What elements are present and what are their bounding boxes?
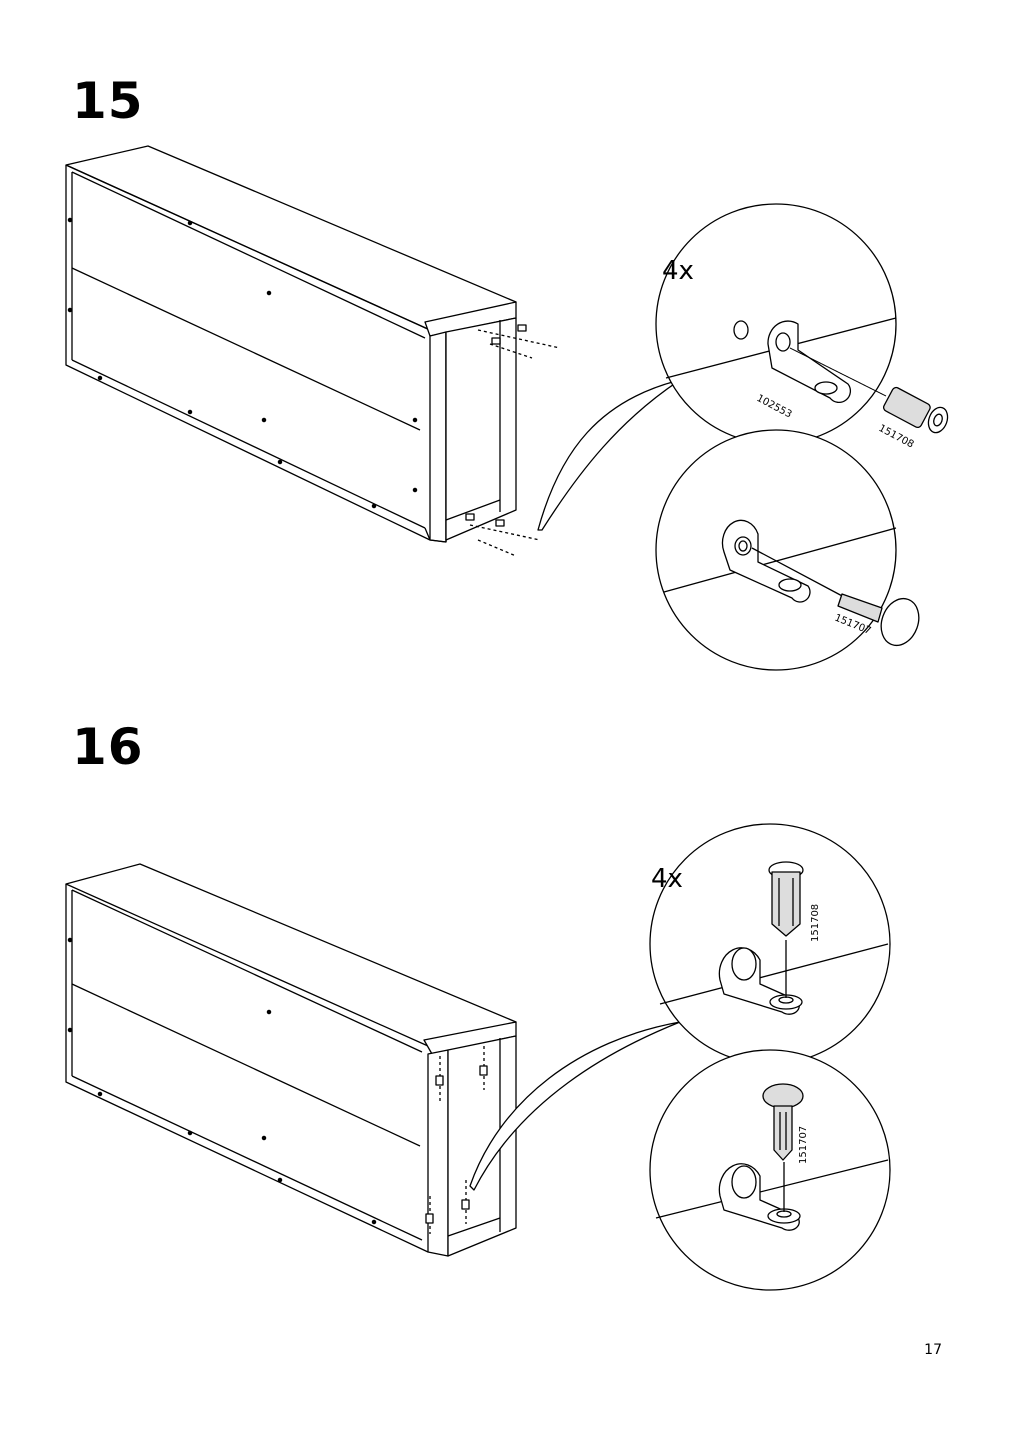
plug-151707-icon (837, 593, 920, 647)
detail-circle-16-upper (649, 823, 891, 1065)
part-label-151708-step16: 151708 (810, 904, 821, 942)
plug-151707-vertical-icon (762, 1083, 804, 1161)
detail-circle-15-upper (655, 203, 949, 445)
step-number-15: 15 (72, 72, 144, 130)
quantity-label-15: 4x (662, 256, 694, 286)
step-15-illustration: 4x 102553 151708 151707 (65, 145, 949, 671)
cabinet-step-15 (65, 145, 561, 557)
quantity-label-16: 4x (651, 864, 683, 894)
page-number: 17 (924, 1342, 942, 1358)
step-16-illustration: 4x 151708 151707 (65, 823, 891, 1291)
step-number-16: 16 (72, 718, 144, 776)
detail-circle-16-lower (649, 1049, 891, 1291)
part-label-151708-step15: 151708 (877, 423, 916, 451)
plug-151708-vertical-icon (768, 861, 804, 937)
cabinet-step-16 (65, 863, 517, 1257)
callout-pointer (537, 379, 681, 531)
detail-circle-15-lower (655, 429, 920, 671)
part-label-151707-step16: 151707 (798, 1126, 809, 1164)
plug-151708-icon (882, 386, 949, 434)
